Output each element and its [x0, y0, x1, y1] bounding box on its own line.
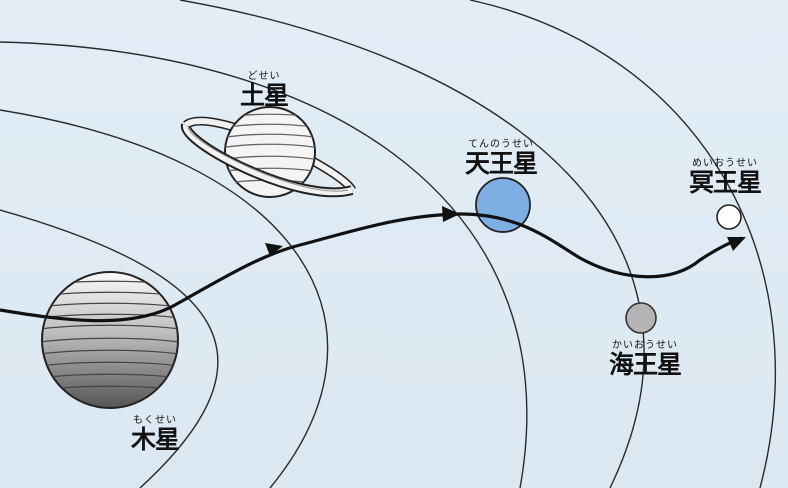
jupiter-reading: もくせい — [133, 415, 177, 426]
path-arrow-3 — [727, 237, 746, 251]
saturn-name: 土星 — [239, 81, 289, 110]
saturn-reading: どせい — [247, 71, 281, 82]
spacecraft-path — [0, 212, 743, 323]
pluto-name: 冥王星 — [688, 168, 762, 197]
neptune-label: かいおうせい 海王星 — [598, 340, 692, 379]
jupiter-planet — [41, 271, 179, 409]
orbit-uranus — [0, 41, 528, 488]
uranus-label: てんのうせい 天王星 — [454, 139, 548, 178]
pluto-label: めいおうせい 冥王星 — [678, 158, 772, 197]
uranus-reading: てんのうせい — [468, 139, 534, 150]
neptune-planet — [625, 302, 657, 334]
pluto-planet — [716, 204, 742, 230]
uranus-name: 天王星 — [464, 149, 538, 178]
saturn-label: どせい 土星 — [231, 71, 297, 110]
neptune-reading: かいおうせい — [612, 340, 678, 351]
pluto-reading: めいおうせい — [692, 158, 758, 169]
orbit-saturn — [0, 109, 329, 488]
jupiter-name: 木星 — [130, 425, 180, 454]
jupiter-label: もくせい 木星 — [120, 415, 190, 454]
orbit-neptune — [179, 0, 645, 488]
path-arrow-2 — [442, 206, 460, 222]
uranus-planet — [475, 177, 531, 233]
orbit-jupiter — [0, 209, 219, 488]
orbit-pluto — [469, 0, 776, 488]
neptune-name: 海王星 — [608, 350, 682, 379]
saturn-ring-front — [181, 123, 354, 198]
path-arrow-1 — [265, 243, 283, 256]
